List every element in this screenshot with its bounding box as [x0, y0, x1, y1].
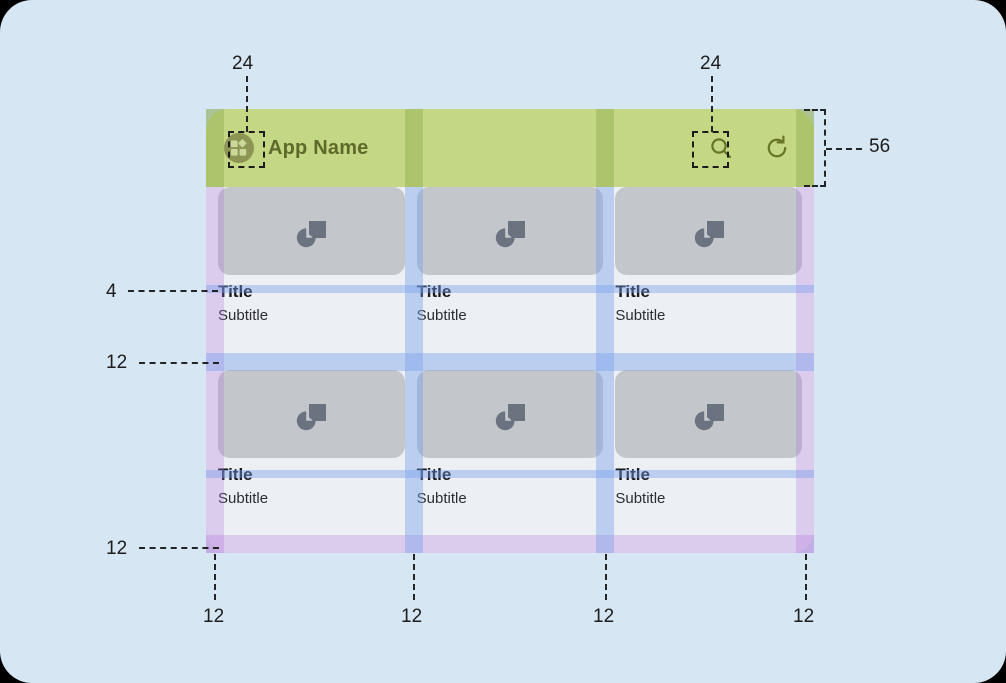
card-subtitle: Subtitle — [615, 489, 666, 507]
annotation-label-appbar-height: 56 — [869, 136, 891, 157]
broken-image-placeholder-icon — [495, 404, 525, 431]
app-bar: App Name — [206, 109, 814, 187]
annotation-leader-right-padding — [805, 554, 807, 600]
broken-image-placeholder-icon — [495, 221, 525, 248]
annotation-leader-media-title-gap — [128, 290, 218, 292]
annotation-leader-column-gap-2 — [605, 554, 607, 600]
card-media — [218, 370, 405, 458]
annotation-leader-row-gap — [139, 362, 219, 364]
card-title: Title — [416, 465, 452, 484]
card[interactable]: Title Subtitle — [416, 370, 604, 541]
card-media — [615, 370, 803, 458]
app-bar-actions — [708, 135, 814, 161]
apps-grid-glyph — [231, 139, 247, 156]
broken-image-placeholder-icon — [694, 221, 724, 248]
annotation-label-row-gap: 12 — [106, 352, 128, 373]
card-title: Title — [615, 465, 650, 484]
card-subtitle: Subtitle — [218, 489, 269, 507]
card-text: Title Subtitle — [417, 458, 604, 510]
annotation-leader-search — [711, 76, 713, 132]
annotation-label-bottom-padding: 12 — [106, 538, 128, 559]
card-subtitle: Subtitle — [416, 489, 467, 507]
card[interactable]: Title Subtitle — [416, 187, 604, 358]
app-bar-leading: App Name — [206, 133, 369, 163]
card-grid: Title Subtitle Title Subtitle — [206, 187, 814, 553]
annotation-label-media-title-gap: 4 — [106, 281, 117, 302]
appbar-height-bracket — [804, 109, 826, 187]
card-media — [218, 187, 405, 275]
card-subtitle: Subtitle — [615, 306, 666, 324]
refresh-icon[interactable] — [764, 135, 790, 161]
annotation-label-right-padding: 12 — [793, 606, 815, 627]
card[interactable]: Title Subtitle — [218, 187, 405, 358]
card-subtitle: Subtitle — [218, 306, 269, 324]
app-bar-title: App Name — [268, 136, 369, 159]
card-text: Title Subtitle — [218, 275, 405, 327]
annotation-leader-column-gap-1 — [413, 554, 415, 600]
annotation-label-left-padding: 12 — [203, 606, 225, 627]
annotation-label-column-gap-1: 12 — [401, 606, 423, 627]
annotation-label-menu-touch-target: 24 — [232, 53, 254, 74]
annotation-label-search-touch-target: 24 — [700, 53, 722, 74]
annotation-label-column-gap-2: 12 — [593, 606, 615, 627]
card-title: Title — [416, 282, 452, 301]
card-media — [416, 187, 604, 275]
annotation-leader-bottom-padding — [139, 547, 219, 549]
card[interactable]: Title Subtitle — [615, 370, 803, 541]
card-media — [416, 370, 604, 458]
card-title: Title — [615, 282, 650, 301]
annotation-leader-appbar-height — [826, 148, 862, 150]
card-text: Title Subtitle — [218, 458, 405, 510]
apps-grid-icon[interactable] — [224, 133, 254, 163]
card-title: Title — [218, 465, 253, 484]
search-icon[interactable] — [708, 135, 734, 161]
annotation-leader-left-padding — [214, 554, 216, 600]
card-title: Title — [218, 282, 253, 301]
card[interactable]: Title Subtitle — [218, 370, 405, 541]
card-text: Title Subtitle — [615, 458, 802, 510]
card-text: Title Subtitle — [417, 275, 604, 327]
app-mock-surface: App Name — [206, 109, 814, 553]
broken-image-placeholder-icon — [297, 221, 327, 248]
broken-image-placeholder-icon — [694, 404, 724, 431]
annotation-leader-menu — [246, 76, 248, 132]
card-subtitle: Subtitle — [416, 306, 467, 324]
card-row: Title Subtitle Title Subtitle — [218, 187, 803, 358]
broken-image-placeholder-icon — [297, 404, 327, 431]
card-media — [615, 187, 803, 275]
card[interactable]: Title Subtitle — [615, 187, 803, 358]
card-row: Title Subtitle Title Subtitle — [218, 370, 803, 541]
card-text: Title Subtitle — [615, 275, 802, 327]
